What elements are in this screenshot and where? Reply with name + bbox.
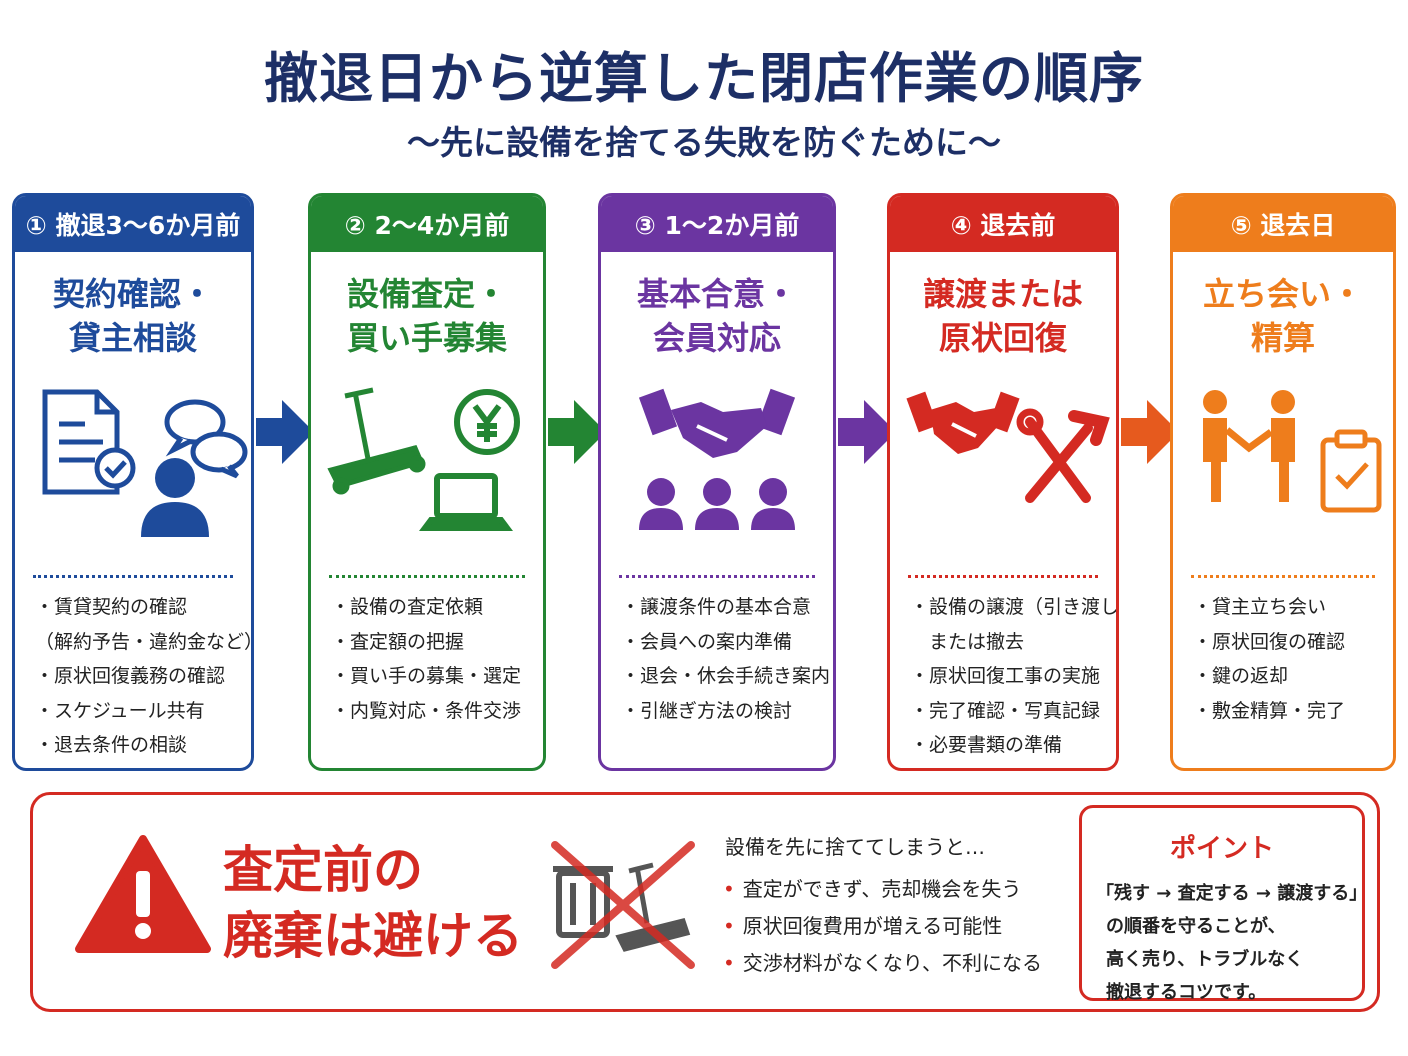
- step-task-list: ・設備の査定依頼 ・査定額の把握 ・買い手の募集・選定 ・内覧対応・条件交渉: [331, 590, 543, 728]
- step-header: ① 撤退3〜6か月前: [15, 196, 251, 252]
- list-item: ・スケジュール共有: [35, 699, 205, 722]
- step-card-5: ⑤ 退去日 立ち会い・ 精算 ・貸主立ち会い ・原状回復の確認 ・鍵の返却 ・敷…: [1170, 193, 1396, 771]
- divider: [619, 575, 815, 578]
- list-item: ・必要書類の準備: [910, 734, 1063, 756]
- step-task-list: ・賃貸契約の確認 （解約予告・違約金など） ・原状回復義務の確認 ・スケジュール…: [35, 590, 251, 763]
- step-card-1: ① 撤退3〜6か月前 契約確認・ 貸主相談: [12, 193, 254, 771]
- handshake-icon: [638, 388, 796, 458]
- arrow-right-icon: [838, 400, 896, 464]
- list-item: ・譲渡条件の基本合意: [621, 596, 812, 618]
- step-header: ② 2〜4か月前: [311, 196, 543, 252]
- step-title: 設備査定・ 買い手募集: [346, 275, 507, 357]
- list-item: ・退去条件の相談: [35, 734, 188, 756]
- list-item: ・退会・休会手続き案内: [621, 665, 831, 687]
- list-item: または撤去: [910, 630, 1025, 653]
- divider: [33, 575, 233, 578]
- list-item: ・賃貸契約の確認: [35, 596, 188, 618]
- laptop-icon: [419, 473, 513, 531]
- step-task-list: ・貸主立ち会い ・原状回復の確認 ・鍵の返却 ・敷金精算・完了: [1193, 590, 1393, 728]
- list-item: ・買い手の募集・選定: [331, 665, 522, 687]
- step-title: 立ち会い・ 精算: [1202, 275, 1363, 357]
- warning-headline: 査定前の 廃棄は避ける: [223, 841, 523, 965]
- list-item: ・原状回復工事の実施: [910, 665, 1101, 687]
- arrow-right-icon: [548, 400, 606, 464]
- list-item: ・貸主立ち会い: [1193, 596, 1327, 618]
- list-item: ・完了確認・写真記録: [910, 699, 1101, 722]
- yen-coin-icon: [454, 389, 520, 455]
- divider: [329, 575, 525, 578]
- page-title: 撤退日から逆算した閉店作業の順序: [264, 47, 1144, 110]
- arrow-right-icon: [256, 400, 314, 464]
- list-item: ・鍵の返却: [1193, 665, 1289, 687]
- list-item: 査定ができず、売却機会を失う: [723, 871, 1042, 908]
- list-item: ・原状回復の確認: [1193, 630, 1346, 653]
- list-item: ・原状回復義務の確認: [35, 665, 226, 687]
- step-card-4: ④ 退去前 譲渡または 原状回復 ・設備の譲渡（引き渡し） または撤去 ・原状回…: [887, 193, 1119, 771]
- wrench-hammer-icon: [1016, 408, 1110, 503]
- warning-intro: 設備を先に捨ててしまうと…: [725, 835, 985, 859]
- list-item: ・引継ぎ方法の検討: [621, 699, 793, 722]
- list-item: ・設備の査定依頼: [331, 596, 484, 618]
- group-icon: [639, 478, 795, 530]
- step-card-3: ③ 1〜2か月前 基本合意・ 会員対応 ・譲渡条件の基本合意 ・会員への案内: [598, 193, 836, 771]
- warning-panel: 査定前の 廃棄は避ける 設備を先に捨ててしまうと… 査定ができず、売却機会を失う…: [30, 792, 1380, 1012]
- step-task-list: ・譲渡条件の基本合意 ・会員への案内準備 ・退会・休会手続き案内 ・引継ぎ方法の…: [621, 590, 833, 728]
- step-header: ④ 退去前: [890, 196, 1116, 252]
- list-item: ・設備の譲渡（引き渡し）: [910, 596, 1119, 618]
- step-title: 基本合意・ 会員対応: [636, 275, 797, 357]
- point-title: ポイント: [1169, 834, 1274, 864]
- page-subtitle: 〜先に設備を捨てる失敗を防ぐために〜: [407, 123, 1001, 162]
- step-header: ③ 1〜2か月前: [601, 196, 833, 252]
- step-task-list: ・設備の譲渡（引き渡し） または撤去 ・原状回復工事の実施 ・完了確認・写真記録…: [910, 590, 1116, 763]
- list-item: ・査定額の把握: [331, 630, 465, 653]
- list-item: ・敷金精算・完了: [1193, 699, 1346, 722]
- divider: [908, 575, 1098, 578]
- point-box: ポイント 「残す → 査定する → 譲渡する」 の順番を守ることが、 高く売り、…: [1079, 805, 1367, 1003]
- clipboard-check-icon: [1320, 429, 1382, 513]
- handshake-icon: [906, 391, 1020, 454]
- divider: [1191, 575, 1375, 578]
- warning-triangle-icon: [75, 835, 211, 953]
- list-item: 原状回復費用が増える可能性: [723, 908, 1042, 945]
- list-item: 交渉材料がなくなり、不利になる: [723, 945, 1042, 982]
- arrow-right-icon: [1121, 400, 1179, 464]
- step-title: 譲渡または 原状回復: [922, 275, 1083, 357]
- step-card-2: ② 2〜4か月前 設備査定・ 買い手募集 ・設備の査定依: [308, 193, 546, 771]
- no-disposal-icon: [551, 841, 695, 969]
- chat-bubbles-icon: [164, 399, 248, 479]
- person-icon: [141, 458, 209, 537]
- point-text: 「残す → 査定する → 譲渡する」 の順番を守ることが、 高く売り、トラブルな…: [1096, 883, 1368, 1003]
- treadmill-icon: [327, 387, 426, 495]
- step-title: 契約確認・ 貸主相談: [52, 275, 213, 357]
- list-item: ・内覧対応・条件交渉: [331, 699, 522, 722]
- step-header: ⑤ 退去日: [1173, 196, 1393, 252]
- two-people-icon: [1203, 390, 1295, 502]
- warning-list: 査定ができず、売却機会を失う 原状回復費用が増える可能性 交渉材料がなくなり、不…: [723, 871, 1042, 982]
- list-item: ・会員への案内準備: [621, 630, 793, 653]
- list-item: （解約予告・違約金など）: [35, 630, 254, 653]
- document-check-icon: [42, 389, 136, 495]
